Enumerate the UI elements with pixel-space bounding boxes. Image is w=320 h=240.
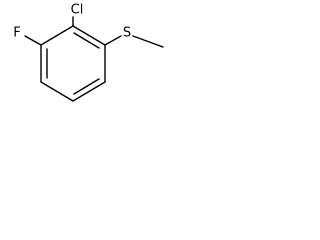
double-bond-inner-c1-c2 <box>73 32 100 49</box>
bond-c6-f <box>24 35 42 46</box>
ring-bond-c4-c5 <box>40 81 74 102</box>
double-bond-inner-c3-c4 <box>73 78 100 95</box>
bond-c2-s <box>104 35 122 46</box>
ring-bond-c1-c2 <box>72 25 106 46</box>
atom-label-chlorine: Cl <box>71 3 84 18</box>
chemical-structure: Cl F S <box>13 3 164 102</box>
benzene-ring <box>40 25 106 102</box>
ring-bond-c3-c4 <box>72 81 106 102</box>
atom-label-sulfur: S <box>123 26 131 41</box>
ring-bond-c6-c1 <box>40 25 74 46</box>
atom-label-fluorine: F <box>13 26 20 41</box>
bond-s-methyl <box>132 35 164 48</box>
